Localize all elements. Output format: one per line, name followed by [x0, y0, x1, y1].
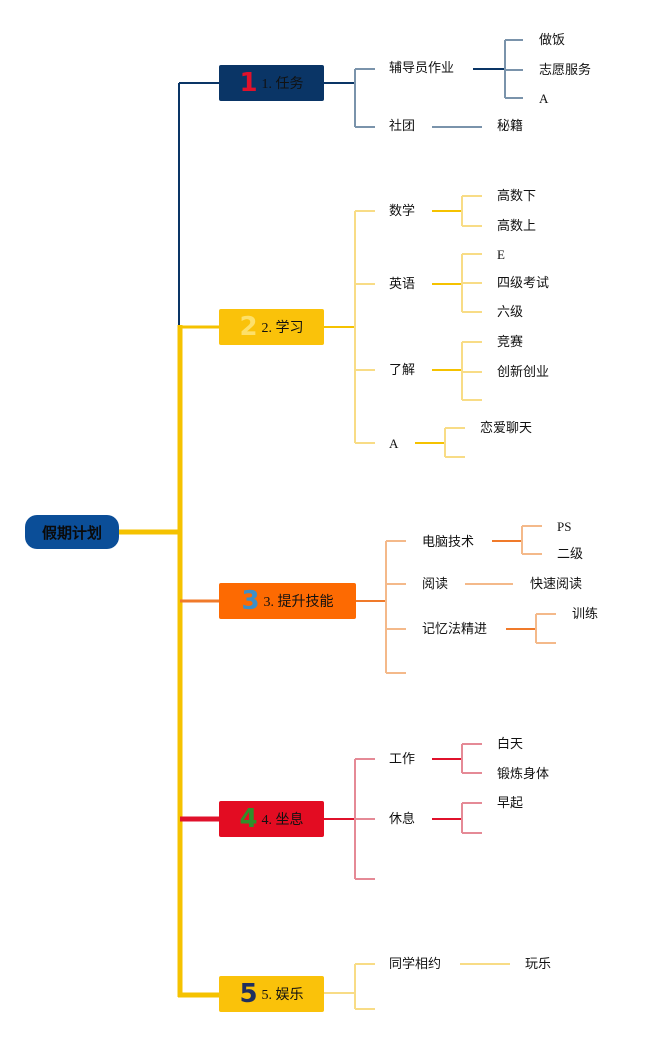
subtopic-node[interactable]: A — [539, 91, 549, 106]
branch-node-skills[interactable]: 3 3. 提升技能 — [219, 583, 356, 619]
branch-node-entertainment[interactable]: 5 5. 娱乐 — [219, 976, 324, 1012]
topic-node[interactable]: 英语 — [389, 277, 416, 292]
root-node[interactable]: 假期计划 — [25, 515, 119, 549]
subtopic-node[interactable]: 四级考试 — [497, 276, 550, 291]
subtopic-node[interactable]: 二级 — [557, 547, 584, 562]
subtopic-node[interactable]: 做饭 — [539, 33, 566, 48]
branch-number-badge: 1 — [239, 68, 258, 98]
branch-label: 1. 任务 — [261, 77, 304, 92]
topic-node[interactable]: 数学 — [389, 204, 416, 219]
branch-node-study[interactable]: 2 2. 学习 — [219, 309, 324, 345]
subtopic-node[interactable]: 锻炼身体 — [497, 767, 550, 782]
subtopic-node[interactable]: 恋爱聊天 — [480, 421, 533, 436]
branch-label: 3. 提升技能 — [263, 595, 334, 610]
subtopic-node[interactable]: 六级 — [497, 305, 524, 320]
topic-node[interactable]: A — [389, 436, 399, 451]
subtopic-node[interactable]: 高数上 — [497, 219, 537, 234]
branch-node-schedule[interactable]: 4 4. 坐息 — [219, 801, 324, 837]
root-label: 假期计划 — [41, 523, 102, 542]
branch-label: 4. 坐息 — [261, 813, 304, 828]
topic-node[interactable]: 休息 — [389, 812, 416, 827]
topic-node[interactable]: 工作 — [389, 752, 416, 767]
branch-label: 2. 学习 — [261, 321, 304, 336]
topic-node[interactable]: 社团 — [389, 119, 416, 134]
subtopic-node[interactable]: PS — [557, 519, 572, 534]
subtopic-node[interactable]: 早起 — [497, 796, 524, 811]
subtopic-node[interactable]: 志愿服务 — [539, 63, 592, 78]
subtopic-node[interactable]: 玩乐 — [525, 957, 552, 972]
subtopic-node[interactable]: 竞赛 — [497, 335, 524, 350]
subtopic-node[interactable]: E — [497, 247, 505, 262]
branch-number-badge: 2 — [239, 312, 258, 342]
subtopic-node[interactable]: 训练 — [572, 607, 599, 622]
topic-node[interactable]: 电脑技术 — [422, 535, 475, 550]
branch-node-tasks[interactable]: 1 1. 任务 — [219, 65, 324, 101]
subtopic-node[interactable]: 白天 — [497, 737, 524, 752]
branch-number-badge: 4 — [239, 804, 258, 834]
topic-node[interactable]: 记忆法精进 — [422, 622, 488, 637]
branch-number-badge: 3 — [241, 586, 260, 616]
subtopic-node[interactable]: 创新创业 — [497, 365, 550, 380]
topic-node[interactable]: 了解 — [389, 363, 416, 378]
topic-node[interactable]: 辅导员作业 — [389, 61, 455, 76]
subtopic-node[interactable]: 快速阅读 — [530, 577, 583, 592]
branch-label: 5. 娱乐 — [261, 988, 304, 1003]
topic-node[interactable]: 同学相约 — [389, 957, 442, 972]
topic-node[interactable]: 阅读 — [422, 577, 449, 592]
subtopic-node[interactable]: 秘籍 — [497, 119, 524, 134]
branch-number-badge: 5 — [239, 979, 258, 1009]
subtopic-node[interactable]: 高数下 — [497, 189, 537, 204]
